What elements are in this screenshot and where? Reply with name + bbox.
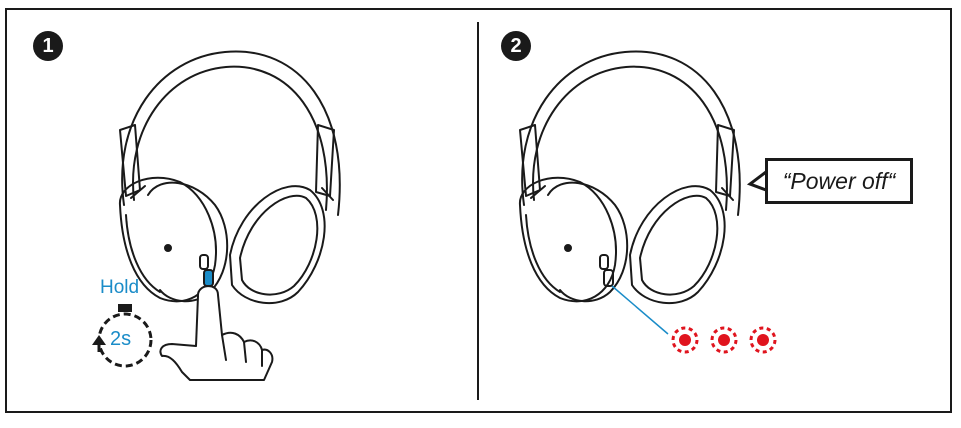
led-blink-icon bbox=[749, 326, 777, 354]
step-1-badge: 1 bbox=[33, 31, 63, 61]
instruction-frame bbox=[5, 8, 952, 413]
led-blink-icon bbox=[671, 326, 699, 354]
power-off-speech-bubble: “Power off“ bbox=[765, 158, 913, 204]
headphones-right-illustration bbox=[518, 50, 741, 305]
step-2-badge: 2 bbox=[501, 31, 531, 61]
panel-divider bbox=[477, 22, 479, 400]
led-callout-line bbox=[611, 285, 669, 335]
speech-bubble-tail bbox=[746, 170, 767, 192]
hold-label: Hold bbox=[100, 277, 140, 298]
timer-icon bbox=[92, 304, 153, 368]
headphones-left-illustration bbox=[118, 50, 341, 305]
timer-duration-label: 2s bbox=[110, 328, 132, 350]
led-blink-icon bbox=[710, 326, 738, 354]
led-blink-indicators bbox=[671, 326, 777, 354]
finger-press-illustration bbox=[159, 285, 274, 381]
